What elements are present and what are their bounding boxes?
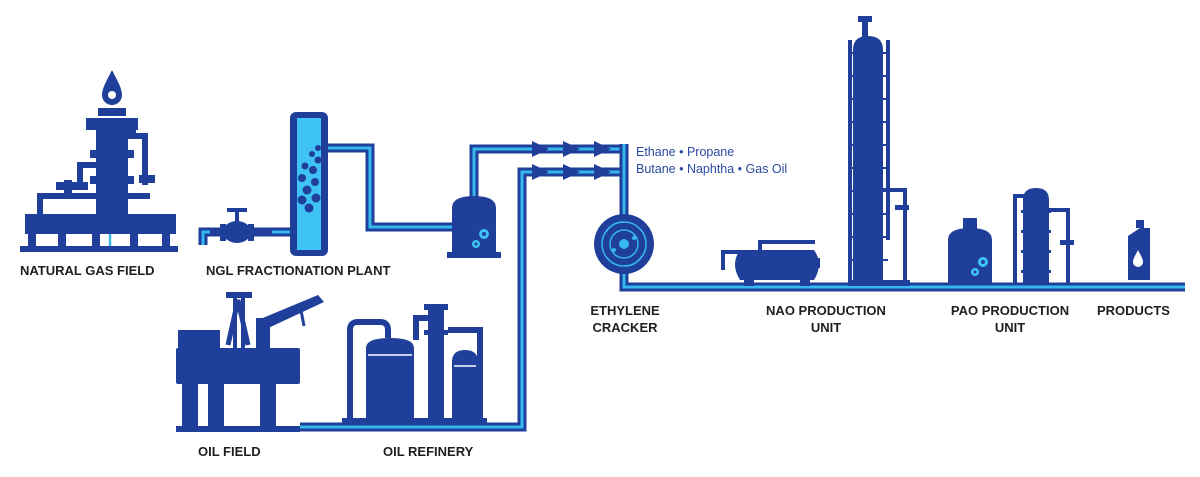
pao-label-line1: PAO PRODUCTION <box>950 303 1070 318</box>
products-label: PRODUCTS <box>1097 303 1170 318</box>
nao-label-line1: NAO PRODUCTION <box>766 303 886 318</box>
oil-refinery-label: OIL REFINERY <box>383 444 474 459</box>
nao-production-unit-label: NAO PRODUCTION UNIT <box>756 302 896 336</box>
feedstock-text: Ethane • Propane Butane • Naphtha • Gas … <box>636 144 787 178</box>
feedstock-line2: Butane • Naphtha • Gas Oil <box>636 162 788 176</box>
nao-distillation-column-icon <box>848 16 910 286</box>
pao-column-icon <box>1013 188 1074 285</box>
pao-label-line2: UNIT <box>994 320 1026 335</box>
valve-icon <box>210 208 272 243</box>
feedstock-line1: Ethane • Propane <box>636 145 735 159</box>
flow-arrows <box>532 141 611 180</box>
oil-field-label: OIL FIELD <box>198 444 261 459</box>
separator-drum-icon <box>447 196 501 258</box>
ethylene-cracker-label-line2: CRACKER <box>592 320 658 335</box>
ngl-fractionation-tower-icon <box>290 112 328 256</box>
oil-refinery-icon <box>342 304 487 424</box>
pao-production-unit-label: PAO PRODUCTION UNIT <box>940 302 1080 336</box>
ethylene-cracker-label: ETHYLENE CRACKER <box>584 302 666 336</box>
ethylene-cracker-icon <box>594 214 654 274</box>
oil-field-platform-icon <box>176 292 324 432</box>
oil-bottle-icon <box>1128 220 1150 280</box>
ngl-plant-label: NGL FRACTIONATION PLANT <box>206 263 391 278</box>
pao-reactor-tank-icon <box>948 218 992 285</box>
natural-gas-field-label: NATURAL GAS FIELD <box>20 263 155 278</box>
nao-label-line2: UNIT <box>810 320 842 335</box>
nao-tank-truck-icon <box>721 240 820 286</box>
ethylene-cracker-label-line1: ETHYLENE <box>590 303 660 318</box>
natural-gas-field-icon <box>20 70 178 252</box>
